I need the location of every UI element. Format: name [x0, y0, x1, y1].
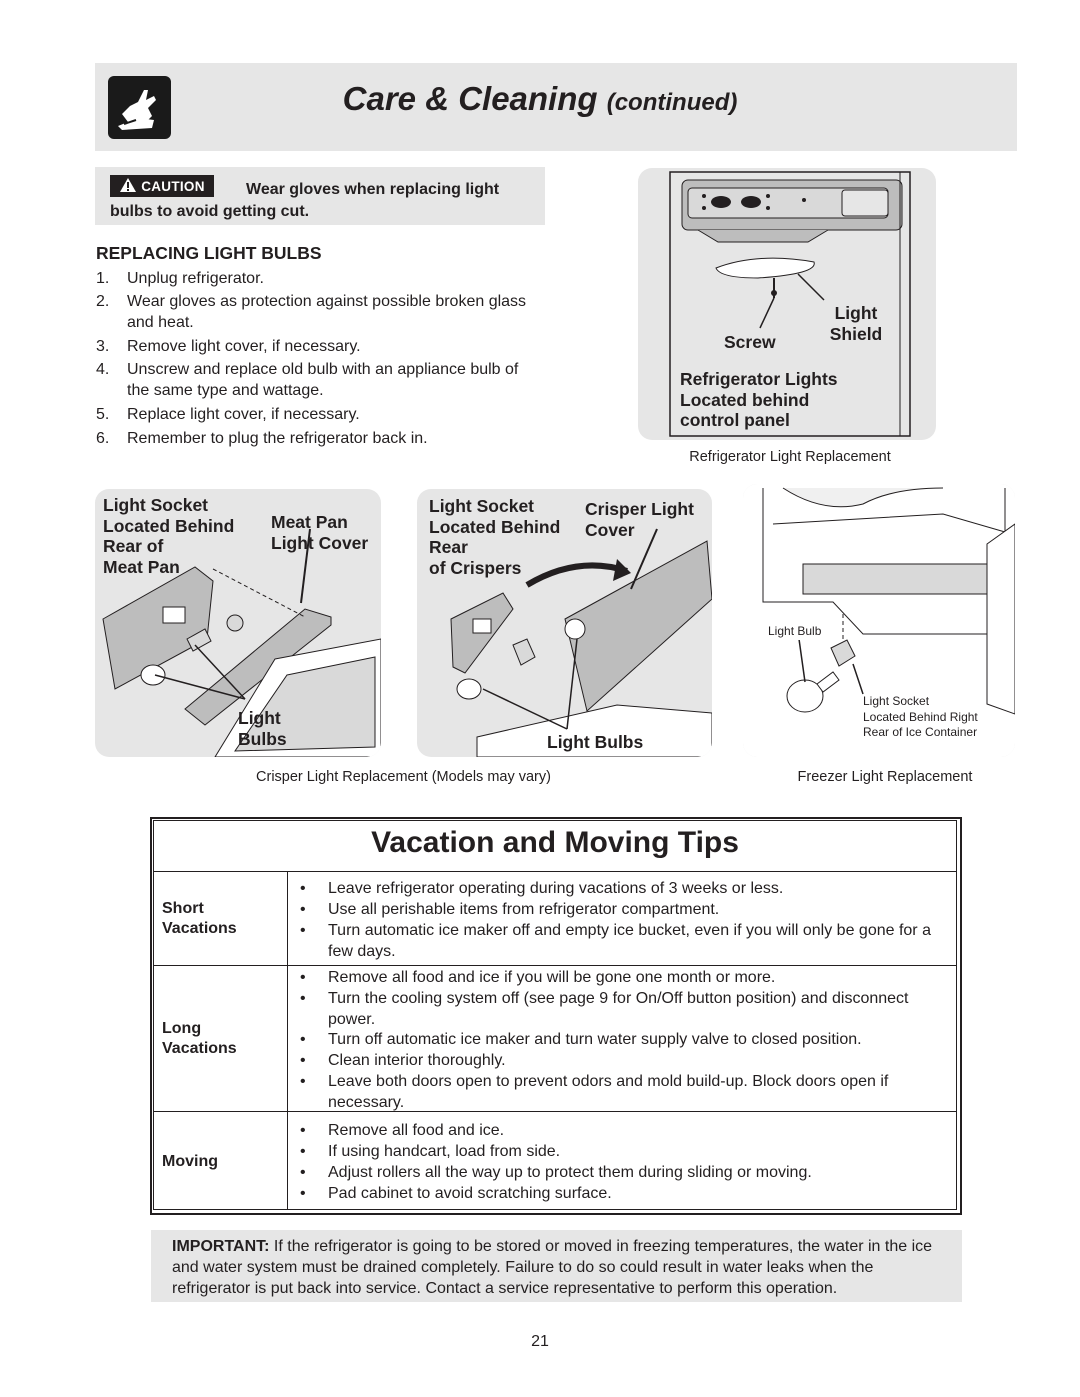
caption-refrigerator-light: Refrigerator Light Replacement: [689, 449, 891, 465]
vacation-title: Vacation and Moving Tips: [371, 826, 739, 859]
important-body: If the refrigerator is going to be store…: [172, 1238, 933, 1297]
title-main: Care & Cleaning: [342, 80, 598, 117]
bullet-icon: •: [300, 1031, 306, 1048]
table-divider: [153, 965, 957, 966]
label-meat-pan-socket: Light Socket Located Behind Rear of Meat…: [103, 495, 235, 577]
vacation-table-outer-border: [150, 817, 962, 1215]
row-label-long-vacations: Long Vacations: [162, 1020, 237, 1057]
tip-text: Use all perishable items from refrigerat…: [328, 901, 720, 918]
meat-pan-illustration: [102, 528, 381, 757]
row-label-short-vacations: Short Vacations: [162, 900, 237, 937]
bullet-icon: •: [300, 922, 306, 939]
cleaning-hand-icon: [108, 76, 171, 139]
step-number: 3.: [96, 338, 110, 355]
step-text: Unscrew and replace old bulb with an app…: [127, 361, 519, 399]
table-divider: [153, 871, 957, 872]
bullet-icon: •: [300, 969, 306, 986]
bullet-icon: •: [300, 990, 306, 1007]
warning-icon: [119, 177, 137, 196]
step-number: 4.: [96, 361, 110, 378]
bullet-icon: •: [300, 1052, 306, 1069]
freezer-illustration: [743, 484, 1015, 757]
step-number: 5.: [96, 406, 110, 423]
table-column-divider: [287, 872, 288, 1209]
caption-crisper-light: Crisper Light Replacement (Models may va…: [256, 769, 551, 785]
step-text: Remember to plug the refrigerator back i…: [127, 430, 428, 447]
bullet-icon: •: [300, 901, 306, 918]
step-number: 6.: [96, 430, 110, 447]
tip-text: Remove all food and ice.: [328, 1122, 505, 1139]
crisper-light-figure: Light Socket Located Behind Rear of Cris…: [417, 489, 712, 757]
label-crisper-socket: Light Socket Located Behind Rear of Cris…: [429, 496, 561, 578]
caution-text-line2: bulbs to avoid getting cut.: [110, 203, 310, 220]
step-text: Remove light cover, if necessary.: [127, 338, 361, 355]
caution-badge-label: CAUTION: [141, 178, 205, 194]
label-meat-pan-cover: Meat Pan Light Cover: [271, 512, 369, 553]
title-suffix: (continued): [606, 89, 738, 116]
caption-freezer-light: Freezer Light Replacement: [797, 769, 973, 785]
table-divider: [153, 1111, 957, 1112]
important-note-box: [151, 1230, 962, 1302]
tip-text: Pad cabinet to avoid scratching surface.: [328, 1185, 612, 1202]
important-label: IMPORTANT:: [172, 1238, 270, 1255]
label-refrigerator-lights-location: Refrigerator Lights Located behind contr…: [680, 369, 838, 430]
label-crisper-cover: Crisper Light Cover: [585, 499, 694, 540]
tip-text: Turn off automatic ice maker and turn wa…: [328, 1031, 862, 1048]
control-panel-illustration: [669, 171, 911, 437]
label-freezer-socket: Light Socket Located Behind Right Rear o…: [863, 694, 978, 739]
caution-badge: CAUTION: [110, 175, 214, 197]
tip-text: Clean interior thoroughly.: [328, 1052, 506, 1069]
step-number: 2.: [96, 293, 110, 310]
tip-text: If using handcart, load from side.: [328, 1143, 561, 1160]
tip-text: Turn the cooling system off (see page 9 …: [328, 990, 909, 1028]
label-meat-pan-bulbs: Light Bulbs: [238, 708, 287, 749]
step-text: Unplug refrigerator.: [127, 270, 264, 287]
refrigerator-light-figure: Light Shield Screw Refrigerator Lights L…: [638, 168, 936, 440]
important-note: IMPORTANT: If the refrigerator is going …: [172, 1236, 952, 1299]
bullet-icon: •: [300, 1073, 306, 1090]
step-number: 1.: [96, 270, 110, 287]
page-number: 21: [531, 1333, 549, 1350]
label-screw: Screw: [724, 332, 776, 352]
bullet-icon: •: [300, 1143, 306, 1160]
freezer-light-figure: Light Bulb Light Socket Located Behind R…: [743, 484, 1015, 757]
tip-text: Turn automatic ice maker off and empty i…: [328, 922, 931, 960]
tip-text: Adjust rollers all the way up to protect…: [328, 1164, 812, 1181]
step-text: Wear gloves as protection against possib…: [127, 293, 527, 331]
bullet-icon: •: [300, 1164, 306, 1181]
tip-text: Leave both doors open to prevent odors a…: [328, 1073, 889, 1111]
section-header-band: [95, 63, 1017, 151]
vacation-table: [153, 820, 957, 1210]
page-title: Care & Cleaning (continued): [0, 80, 1080, 118]
section-heading: REPLACING LIGHT BULBS: [96, 243, 322, 263]
bullet-icon: •: [300, 1185, 306, 1202]
row-label-moving: Moving: [162, 1153, 218, 1170]
label-freezer-bulb: Light Bulb: [768, 624, 822, 640]
step-text: Replace light cover, if necessary.: [127, 406, 360, 423]
bullet-icon: •: [300, 880, 306, 897]
meat-pan-light-figure: Light Socket Located Behind Rear of Meat…: [95, 489, 381, 757]
bullet-icon: •: [300, 1122, 306, 1139]
label-light-shield: Light Shield: [829, 303, 883, 344]
tip-text: Remove all food and ice if you will be g…: [328, 969, 776, 986]
caution-text-line1: Wear gloves when replacing light: [246, 181, 500, 198]
label-crisper-bulbs: Light Bulbs: [547, 732, 644, 752]
crisper-illustration: [450, 528, 712, 757]
tip-text: Leave refrigerator operating during vaca…: [328, 880, 784, 897]
